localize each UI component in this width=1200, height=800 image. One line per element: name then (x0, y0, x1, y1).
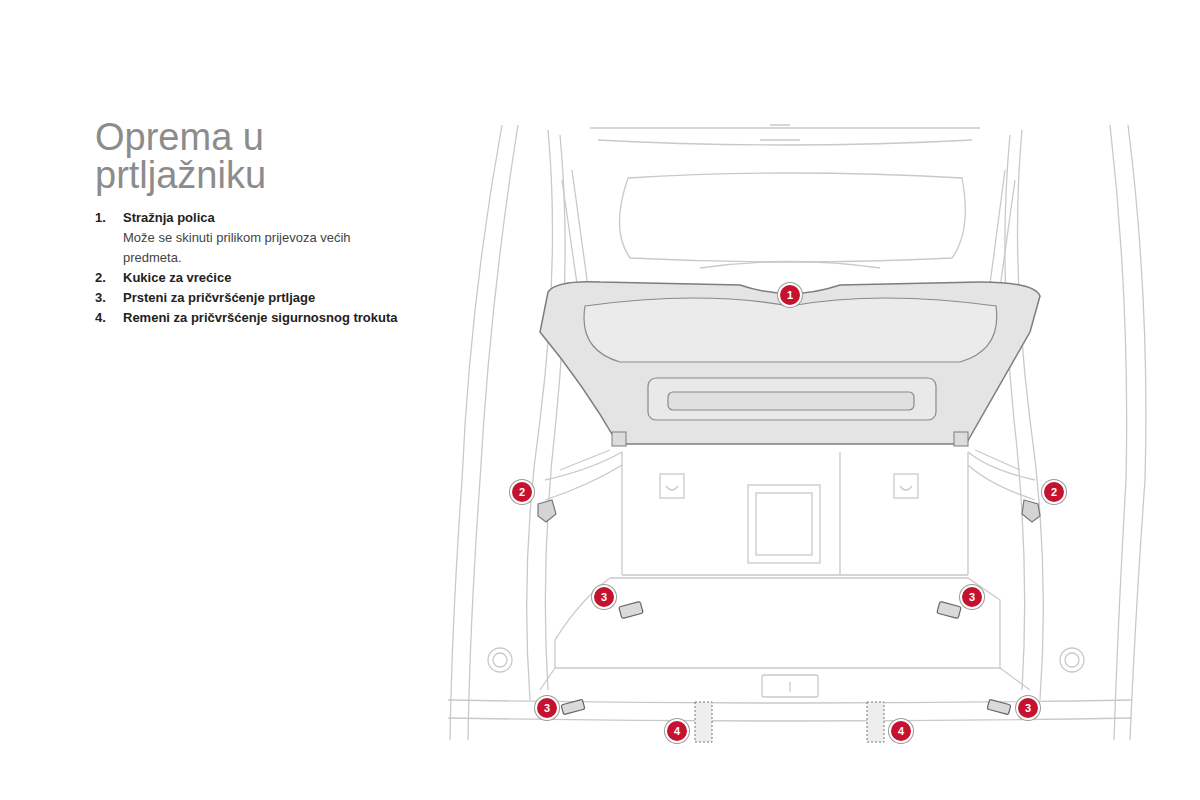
item-number: 2. (95, 268, 123, 288)
item-text: Kukice za vrećice (123, 268, 400, 288)
triangle-strap (695, 702, 884, 742)
item-number: 4. (95, 308, 123, 328)
item-text: Stražnja policaMože se skinuti prilikom … (123, 208, 400, 268)
callout-number: 3 (1016, 696, 1040, 720)
item-text: Prsteni za pričvršćenje prtljage (123, 288, 400, 308)
item-heading: Remeni za pričvršćenje sigurnosnog troku… (123, 308, 400, 328)
item-number: 1. (95, 208, 123, 228)
legend-list: 1.Stražnja policaMože se skinuti priliko… (95, 208, 400, 328)
callout-number: 1 (778, 283, 802, 307)
callout-number: 4 (889, 719, 913, 743)
item-heading: Prsteni za pričvršćenje prtljage (123, 288, 400, 308)
parcel-shelf (540, 282, 1040, 446)
page-title: Oprema u prtljažniku (95, 118, 325, 194)
item-heading: Kukice za vrećice (123, 268, 400, 288)
item-text: Remeni za pričvršćenje sigurnosnog troku… (123, 308, 400, 328)
callout-number: 2 (510, 480, 534, 504)
list-item: 2.Kukice za vrećice (95, 268, 400, 288)
item-note: Može se skinuti prilikom prijevoza većih… (123, 228, 400, 268)
bag-hook (538, 500, 1040, 522)
callout-number: 3 (960, 585, 984, 609)
list-item: 4.Remeni za pričvršćenje sigurnosnog tro… (95, 308, 400, 328)
item-heading: Stražnja polica (123, 208, 400, 228)
item-number: 3. (95, 288, 123, 308)
callout-number: 3 (535, 696, 559, 720)
lashing-ring (561, 601, 1011, 714)
car-outline (448, 125, 1146, 740)
list-item: 3.Prsteni za pričvršćenje prtljage (95, 288, 400, 308)
callout-number: 3 (592, 585, 616, 609)
list-item: 1.Stražnja policaMože se skinuti priliko… (95, 208, 400, 268)
callout-number: 2 (1042, 480, 1066, 504)
callout-number: 4 (665, 719, 689, 743)
